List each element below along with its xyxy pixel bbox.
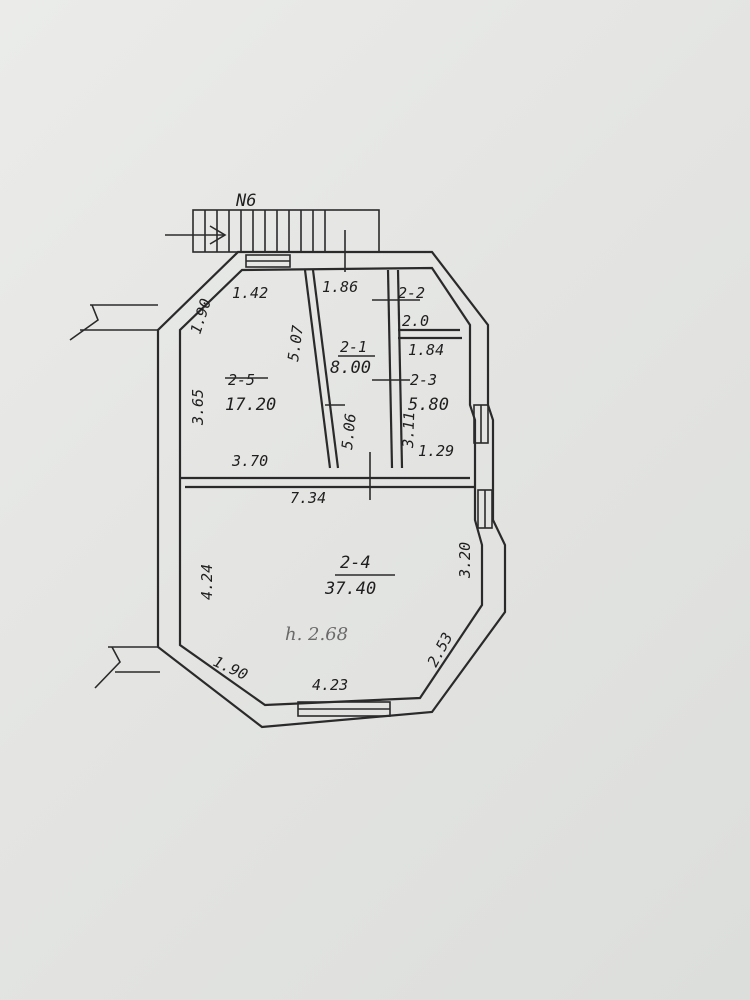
- dim-1-42: 1.42: [232, 284, 268, 302]
- dim-3-70: 3.70: [231, 452, 268, 470]
- dim-4-24: 4.24: [198, 564, 216, 600]
- corridors: [69, 304, 160, 689]
- dim-3-65: 3.65: [189, 389, 207, 426]
- room-area-2-1: 8.00: [330, 358, 371, 378]
- dim-1-86: 1.86: [322, 278, 358, 296]
- dim-3-20: 3.20: [456, 542, 474, 579]
- room-id-2-1: 2-1: [340, 338, 367, 356]
- room-area-2-2: 2.0: [402, 312, 429, 330]
- windows: [245, 254, 493, 717]
- room-area-2-5: 17.20: [225, 395, 276, 415]
- dimension-labels: 1.90 1.42 5.07 3.65 3.70 5.06 1.86 1.84 …: [187, 278, 474, 694]
- sheet-label: N6: [235, 191, 256, 211]
- staircase: [165, 209, 380, 272]
- outer-walls: [156, 250, 507, 729]
- dim-5-07: 5.07: [284, 324, 307, 362]
- dim-1-90-bottom: 1.90: [210, 652, 250, 684]
- dim-3-11: 3.11: [399, 411, 418, 449]
- room-labels: 2-5 17.20 2-1 8.00 2-3 5.80 2-2 2.0 2-4 …: [225, 284, 449, 599]
- room-id-2-2: 2-2: [398, 284, 425, 302]
- dim-1-84: 1.84: [408, 341, 444, 359]
- dim-5-06: 5.06: [338, 413, 360, 451]
- room-id-2-4: 2-4: [340, 553, 371, 573]
- ceiling-height-note: h. 2.68: [285, 624, 348, 645]
- room-area-2-3: 5.80: [408, 395, 449, 415]
- room-id-2-3: 2-3: [410, 371, 437, 389]
- dim-1-90-top: 1.90: [187, 296, 215, 336]
- dim-7-34: 7.34: [290, 489, 326, 507]
- dim-4-23: 4.23: [312, 676, 348, 694]
- partitions: [180, 269, 475, 500]
- room-area-2-4: 37.40: [324, 579, 376, 599]
- room-id-2-5: 2-5: [228, 371, 255, 389]
- dim-1-29: 1.29: [418, 442, 454, 460]
